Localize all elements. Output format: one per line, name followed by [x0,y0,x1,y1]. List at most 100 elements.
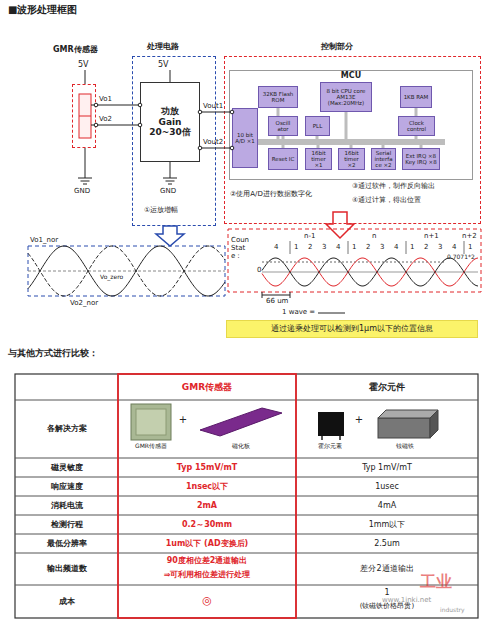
table-cell: 成本 [15,597,118,606]
count-wave [262,258,478,286]
signal-name: Vo1 [99,95,112,103]
note-box: 通过递乘处理可以检测到1μm以下的位置信息 [226,320,478,338]
table-cell: 1um以下 (AD变换后) [118,539,296,548]
highlight-column [118,374,296,618]
bus-stub [282,136,285,139]
node-text: 1KB RAM [404,94,429,100]
table-rule [15,477,478,478]
mcu-block: PLL [305,116,330,136]
magnet-plate [200,408,282,436]
table-cell: 最低分辨率 [15,539,118,548]
supply-label: GND [160,187,176,195]
dimension: 66 um [266,297,288,305]
period-index: n+2 [462,232,477,240]
node-text: 32KB Flash ROM [260,91,296,104]
mcu-block: 10 bit A/D ×1 [232,108,258,168]
count-state: 4 [452,243,456,251]
sensor-photo [136,409,166,435]
count-state: 2 [366,243,370,251]
junction-dot [94,123,98,127]
dimension-line [318,313,345,314]
table-cell: 各解决方案 [15,424,118,433]
node-text: 功放 Gain 20~30倍 [149,106,191,137]
amplitude-frame [28,246,225,296]
table-cell: ◎ [118,595,296,608]
node-text: 10 bit A/D ×1 [234,132,256,145]
ground-wire [170,162,171,178]
node-text: MCU [230,71,472,80]
table-cell: 输出频道数 [15,564,118,573]
signal-wire [96,125,140,126]
flow-arrow [326,212,354,238]
node-text: Oscill ator [270,120,296,133]
table-rule [15,400,478,401]
mcu-block: 16bit timer ×1 [305,148,332,170]
node-text: PLL [313,123,322,129]
table-cell: 消耗电流 [15,501,118,510]
table-cell: ⇒可利用相位差进行处理 [118,570,296,579]
watermark: industry [440,607,465,614]
table-cell: 响应速度 [15,482,118,491]
signal-name: Vo1_nor [30,236,58,244]
node-text: Clock control [400,120,433,133]
signal-name: Vo2 [99,115,112,123]
table-cell: 检测行程 [15,520,118,529]
count-state: 4 [394,243,398,251]
count-state: 2 [424,243,428,251]
table-cell: + [176,414,190,426]
period-index: n+1 [424,232,439,240]
mcu-block: 1KB RAM [400,86,432,108]
mcu-block: Serial interface ×2 [371,148,396,170]
mcu-block: 32KB Flash ROM [258,86,298,108]
node-text: Serial interface ×2 [373,150,394,169]
watermark: 工业 [420,573,452,591]
bus-stub [345,108,348,139]
step-note: ①运放增幅 [144,206,178,214]
count-state: 1 [352,243,356,251]
diagram-title: ■波形处理框图 [8,4,77,16]
zero-line [262,272,478,273]
count-state: 3 [322,243,326,251]
count-separator [290,241,291,254]
ground-symbol [83,184,87,185]
ground-symbol [81,181,90,182]
table-cell: 1usec [296,482,478,491]
ground-symbol [163,178,177,179]
table-cell: 1nsec以下 [118,482,296,491]
count-state: 4 [274,243,278,251]
signal-wire [200,148,232,149]
table-cell: 钕磁铁 [370,443,440,450]
group-heading: 处理电路 [147,42,179,51]
sine-wave [28,246,225,296]
mcu-block: 8 bit CPU core AM13E (Max:20MHz) [320,82,372,112]
dimension-line [262,295,290,296]
period-index: n [372,232,376,240]
supply-label: 5V [78,60,89,69]
node-text: Ext IRQ ×8 Key IRQ ×8 [404,153,438,166]
table-cell: 90度相位差2通道输出 [118,556,296,565]
count-separator [348,241,349,254]
count-state: 2 [308,243,312,251]
count-state: 1 [468,243,472,251]
magnet-block [430,410,438,438]
signal-name: Vout2 [203,138,223,146]
count-state: 3 [438,243,442,251]
table-rule [15,534,478,535]
gmr-element [79,94,91,138]
count-state: 1 [294,243,298,251]
sine-wave [28,246,225,296]
signal-name: Vo2_nor [70,299,98,307]
gmr-element [79,116,91,117]
section-heading: 与其他方式进行比较： [8,348,98,358]
table-rule [15,515,478,516]
table-cell: 0.2～30mm [118,520,296,529]
node-text: Reset IC [272,156,295,162]
count-separator [464,241,465,254]
junction-dot [230,146,234,150]
flow-arrow [156,226,184,246]
magnet-block [378,410,438,418]
signal-name: Vo_zero [100,274,123,281]
table-rule [15,585,478,586]
watermark: www.1inki.net [382,596,431,604]
